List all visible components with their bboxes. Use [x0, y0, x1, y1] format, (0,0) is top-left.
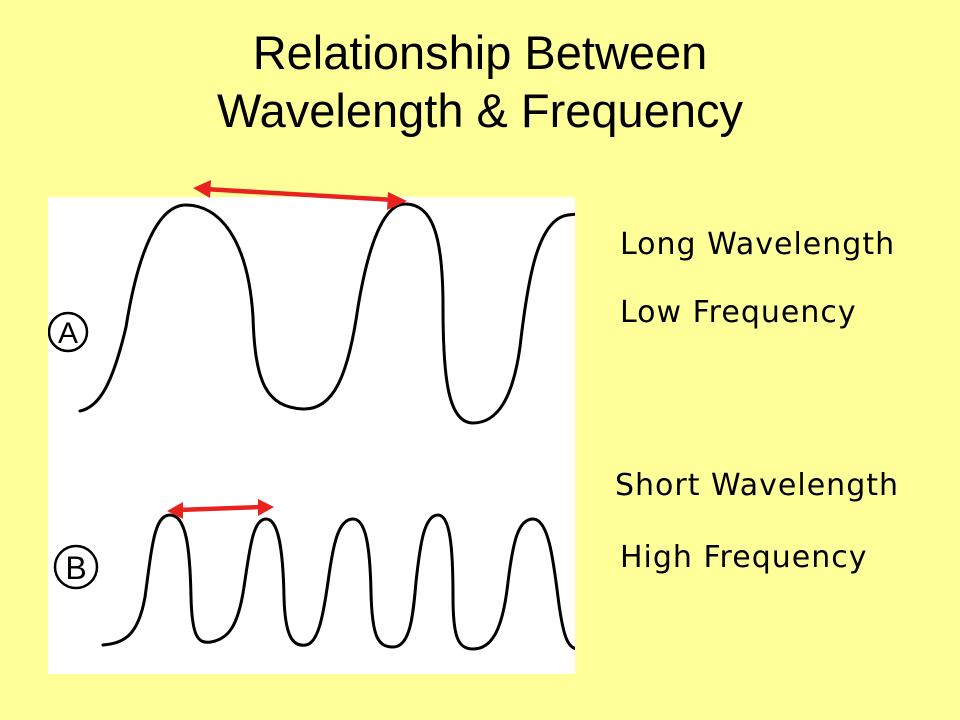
high-frequency-label: High Frequency — [620, 540, 868, 575]
wave-b-marker-circle — [53, 544, 99, 590]
wave-a-marker-letter: A — [58, 317, 78, 350]
short-wavelength-label: Short Wavelength — [615, 468, 900, 503]
title-line-2: Wavelength & Frequency — [217, 84, 743, 137]
long-wavelength-label: Long Wavelength — [620, 227, 896, 262]
wave-a-marker-circle — [48, 311, 89, 353]
wave-illustration: A B — [48, 197, 575, 674]
wave-b-curve — [101, 513, 575, 651]
wave-a-curve — [78, 202, 575, 425]
wave-drawing: A B — [48, 202, 575, 651]
title-line-1: Relationship Between — [252, 26, 708, 79]
wave-b-marker-letter: B — [65, 550, 86, 586]
slide-title: Relationship Between Wavelength & Freque… — [0, 24, 960, 140]
low-frequency-label: Low Frequency — [620, 295, 857, 330]
